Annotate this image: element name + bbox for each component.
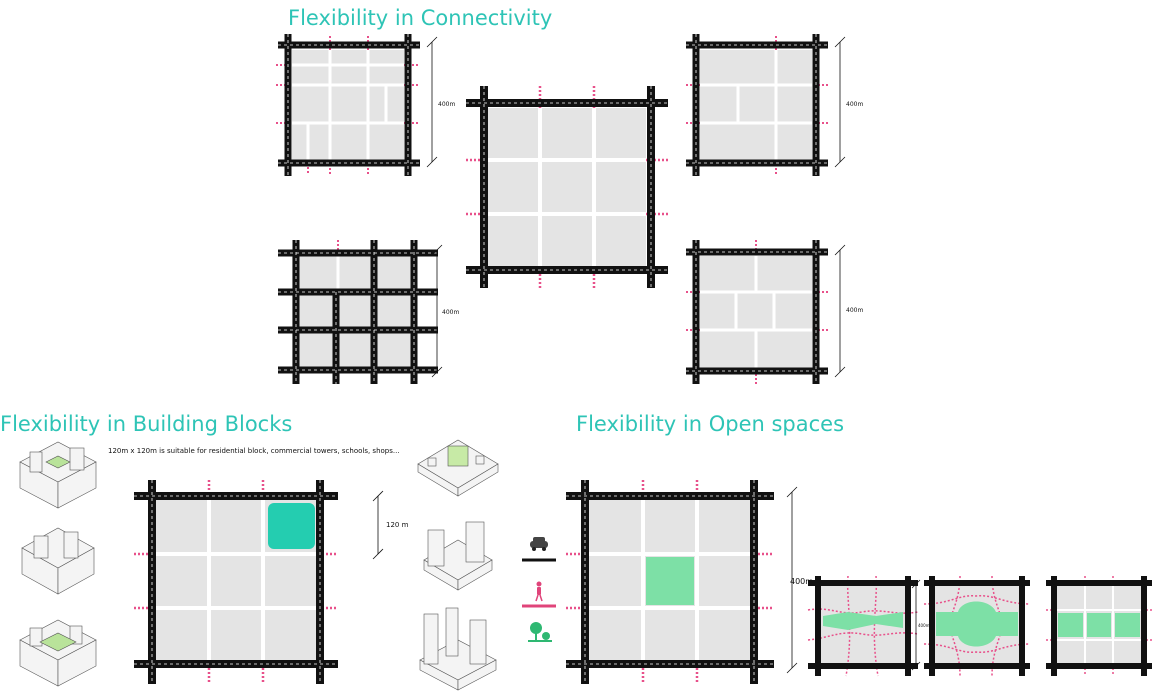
green-strip-1 (1058, 613, 1083, 637)
building-massing-sketches-left (19, 441, 97, 687)
dim-label-bottom-left: 400m (442, 309, 459, 316)
building-massing-sketches-right (417, 439, 499, 691)
grid-bottom-left (278, 240, 443, 384)
title-building-blocks: Flexibility in Building Blocks (0, 412, 293, 436)
grid-open-spaces (566, 480, 798, 684)
grid-bottom-right (686, 240, 846, 384)
massing-sketch-5 (423, 521, 493, 591)
green-corridor (823, 612, 903, 630)
green-open-space (646, 557, 694, 605)
pedestrian-icon (535, 581, 543, 602)
green-strip-2 (1087, 613, 1111, 637)
massing-sketch-1 (19, 441, 97, 509)
massing-sketch-2 (21, 527, 95, 595)
block-size-note: 120m x 120m is suitable for residential … (108, 447, 400, 455)
car-icon (530, 537, 548, 551)
grid-top-left (276, 34, 438, 176)
grid-open-variant-1 (807, 575, 921, 677)
grid-open-variant-3 (1046, 576, 1152, 676)
dim-label-top-left: 400m (438, 101, 455, 108)
tree-icon (528, 622, 552, 642)
massing-sketch-3 (19, 619, 97, 687)
grid-center (466, 86, 668, 288)
grid-building-blocks (134, 480, 384, 684)
dim-label-top-right: 400m (846, 101, 863, 108)
green-plaza (936, 601, 1018, 647)
dim-label-open-spaces-large: 400m (790, 577, 813, 586)
massing-sketch-4 (417, 439, 499, 497)
title-open-spaces: Flexibility in Open spaces (576, 412, 845, 436)
legend (522, 537, 556, 642)
title-connectivity: Flexibility in Connectivity (288, 6, 553, 30)
teal-block (268, 503, 315, 549)
dim-label-120m: 120 m (386, 521, 409, 529)
grid-top-right (686, 34, 846, 176)
grid-open-variant-2 (923, 575, 1031, 677)
dim-label-open-variant: 400m (918, 623, 930, 628)
green-strip-3 (1115, 613, 1140, 637)
dim-label-bottom-right: 400m (846, 307, 863, 314)
massing-sketch-6 (419, 607, 497, 691)
